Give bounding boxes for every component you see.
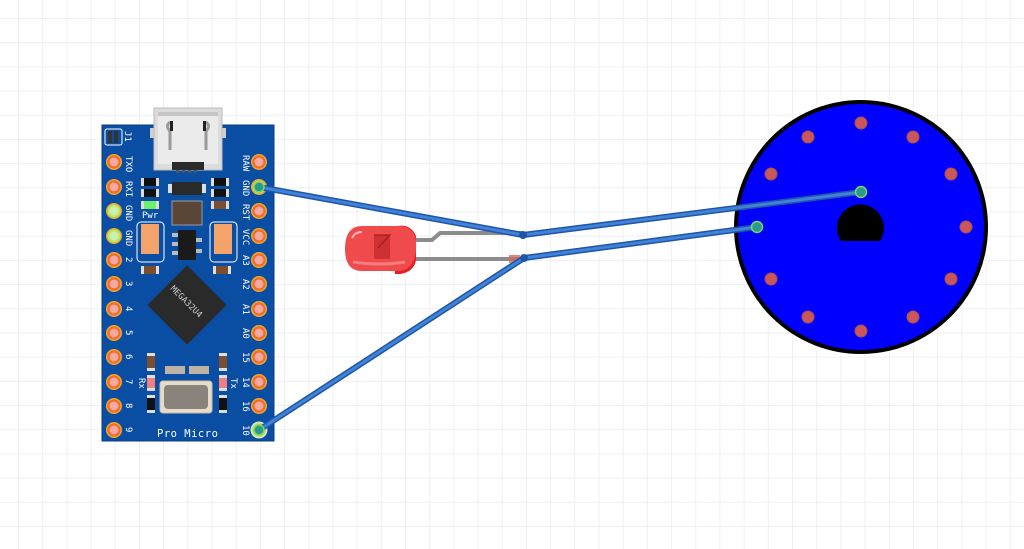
pin-a3[interactable] bbox=[251, 252, 267, 268]
right-pin-labels: RAW GND RST VCC A3 A2 A1 A0 15 14 16 10 bbox=[240, 155, 250, 436]
pin-3[interactable] bbox=[106, 276, 122, 292]
pin-label: 5 bbox=[123, 330, 133, 335]
pin-rxi[interactable] bbox=[106, 179, 122, 195]
pin-16[interactable] bbox=[251, 398, 267, 414]
wire-bendpoint[interactable] bbox=[520, 254, 528, 262]
pin-8[interactable] bbox=[106, 398, 122, 414]
board-name-label: Pro Micro bbox=[157, 428, 218, 440]
rx-label: Rx bbox=[136, 378, 146, 389]
pwr-label: Pwr bbox=[142, 211, 159, 221]
pin-a0[interactable] bbox=[251, 325, 267, 341]
j1-label: J1 bbox=[122, 131, 132, 142]
wire-bendpoint[interactable] bbox=[519, 231, 527, 239]
pin-7[interactable] bbox=[106, 374, 122, 390]
pin-label: A2 bbox=[240, 279, 250, 290]
left-pin-header bbox=[106, 154, 122, 438]
pin-label: RST bbox=[240, 204, 250, 221]
pin-label: RAW bbox=[240, 155, 250, 172]
pin-label: 2 bbox=[123, 257, 133, 262]
pin-label: 14 bbox=[240, 377, 250, 388]
pin-label: A1 bbox=[240, 304, 250, 315]
pin-4[interactable] bbox=[106, 301, 122, 317]
pin-label: 4 bbox=[123, 306, 133, 311]
pro-micro-board[interactable]: J1 Pwr bbox=[101, 107, 275, 442]
pin-14[interactable] bbox=[251, 374, 267, 390]
pin-label: GND bbox=[123, 230, 133, 246]
usb-connector bbox=[150, 107, 226, 173]
j1-jumper: J1 bbox=[104, 128, 132, 146]
encoder-pads bbox=[764, 116, 973, 338]
pin-rst[interactable] bbox=[251, 203, 267, 219]
pin-label: 3 bbox=[123, 281, 133, 286]
encoder-pin-left[interactable] bbox=[750, 220, 764, 234]
pin-label: VCC bbox=[240, 229, 250, 245]
pin-vcc[interactable] bbox=[251, 228, 267, 244]
led-leg-anode bbox=[416, 231, 523, 242]
pin-label: 8 bbox=[123, 403, 133, 408]
red-led[interactable] bbox=[345, 225, 523, 274]
pin-txo[interactable] bbox=[106, 154, 122, 170]
pin-label: GND bbox=[240, 180, 250, 196]
pin-6[interactable] bbox=[106, 349, 122, 365]
pin-5[interactable] bbox=[106, 325, 122, 341]
pin-label: 9 bbox=[123, 427, 133, 432]
pin-a1[interactable] bbox=[251, 301, 267, 317]
left-pin-labels: TXO RXI GND GND 2 3 4 5 6 7 8 9 bbox=[123, 156, 133, 432]
pin-a2[interactable] bbox=[251, 276, 267, 292]
wire-endpoints bbox=[253, 181, 868, 436]
wire-pin10-to-encoder[interactable] bbox=[256, 224, 760, 433]
encoder-shaft bbox=[836, 204, 884, 241]
pin-label: A3 bbox=[240, 255, 250, 266]
pin-label: 16 bbox=[240, 401, 250, 412]
pin-label: 10 bbox=[240, 425, 250, 436]
pin-label: 15 bbox=[240, 352, 250, 363]
wire-gnd-to-encoder[interactable] bbox=[256, 184, 864, 239]
pin-gnd-left-1[interactable] bbox=[106, 203, 122, 219]
encoder-pin-center[interactable] bbox=[854, 185, 868, 199]
right-pin-header bbox=[250, 154, 268, 439]
tx-label: Tx bbox=[228, 378, 238, 389]
pin-9[interactable] bbox=[106, 422, 122, 438]
pin-2[interactable] bbox=[106, 252, 122, 268]
pin-label: 6 bbox=[123, 354, 133, 359]
rotary-encoder[interactable] bbox=[734, 100, 988, 354]
pin-label: GND bbox=[123, 205, 133, 221]
pin-15[interactable] bbox=[251, 349, 267, 365]
pin-gnd-left-2[interactable] bbox=[106, 228, 122, 244]
pin-raw[interactable] bbox=[251, 154, 267, 170]
pin-label: 7 bbox=[123, 379, 133, 384]
pin-label: RXI bbox=[123, 181, 133, 197]
pin-label: A0 bbox=[240, 328, 250, 339]
crystal-oscillator bbox=[159, 380, 213, 414]
mega32u4-chip: MEGA32U4 bbox=[147, 265, 227, 345]
smd-components: Pwr Rx bbox=[136, 178, 238, 413]
pin-label: TXO bbox=[123, 156, 133, 172]
